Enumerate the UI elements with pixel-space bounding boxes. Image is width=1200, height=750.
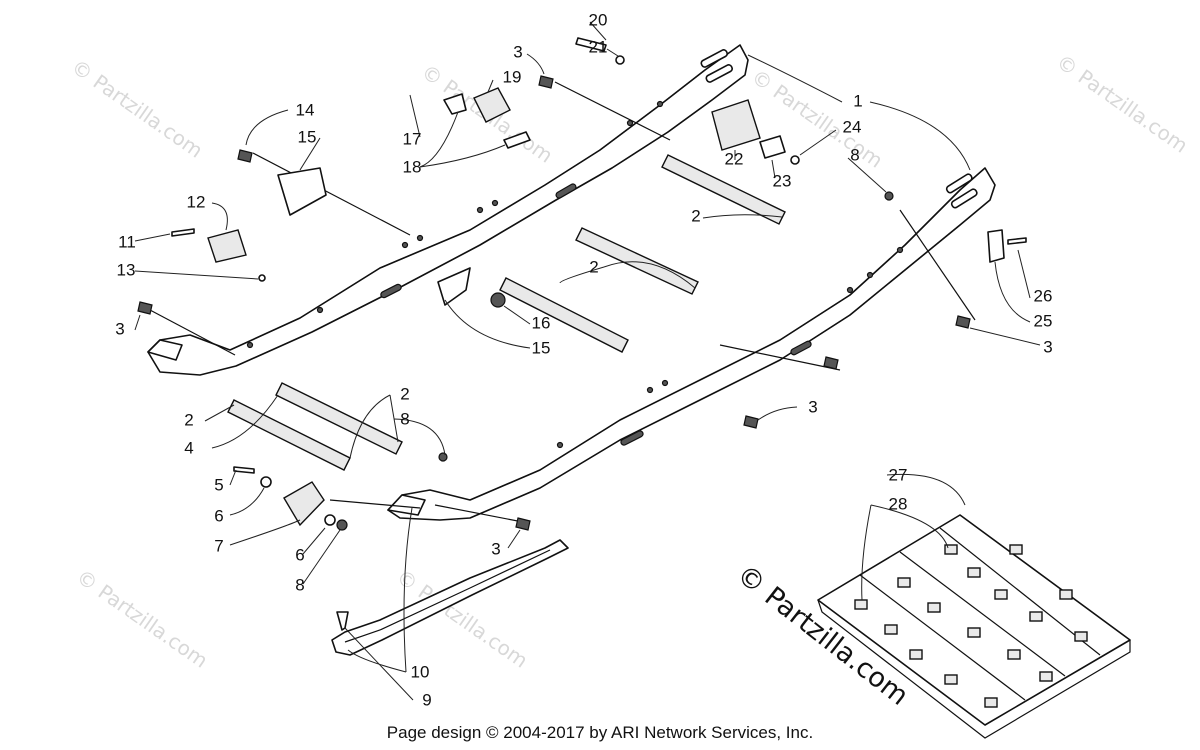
- callout-label: 18: [403, 157, 422, 176]
- callout-label: 12: [187, 192, 206, 211]
- callout-label: 21: [589, 37, 608, 56]
- callout-label: 1: [853, 91, 862, 110]
- callout-label: 11: [118, 232, 136, 251]
- callout-label: 10: [411, 662, 430, 681]
- callout-label: 2: [691, 206, 700, 225]
- callout-label: 17: [403, 129, 422, 148]
- callout-label: 2: [589, 257, 598, 276]
- callout-label: 13: [117, 260, 136, 279]
- leader-lines: [134, 21, 1041, 701]
- callout-label: 15: [532, 338, 551, 357]
- callout-label: 3: [1043, 337, 1052, 356]
- callout-label: 25: [1034, 311, 1053, 330]
- track-section: [817, 514, 1131, 739]
- callout-label: 24: [843, 117, 862, 136]
- callout-label: 3: [513, 42, 522, 61]
- callout-label: 2: [184, 410, 193, 429]
- callout-label: 6: [295, 545, 304, 564]
- callout-label: 8: [850, 145, 859, 164]
- watermark: © Partzilla.com: [1052, 49, 1192, 157]
- right-rail: [387, 167, 996, 521]
- callout-label: 3: [115, 319, 124, 338]
- callout-label: 4: [184, 438, 193, 457]
- callout-label: 22: [725, 149, 744, 168]
- callout-label: 5: [214, 475, 223, 494]
- callout-label: 3: [491, 539, 500, 558]
- track-lugs: [854, 544, 1088, 708]
- callout-label: 19: [503, 67, 522, 86]
- callout-label: 15: [298, 127, 317, 146]
- watermark: © Partzilla.com: [67, 54, 207, 162]
- callout-label: 14: [296, 100, 315, 119]
- callout-label: 23: [773, 171, 792, 190]
- callout-label: 8: [400, 409, 409, 428]
- callout-label: 26: [1034, 286, 1053, 305]
- callout-label: 9: [422, 690, 431, 709]
- callout-label: 7: [214, 536, 223, 555]
- small-parts: [137, 37, 1027, 631]
- watermark: © Partzilla.com: [72, 564, 212, 672]
- callout-label: 28: [889, 494, 908, 513]
- callout-label: 2: [400, 384, 409, 403]
- slide-wear-bar: [331, 539, 569, 656]
- alignment-lines: [149, 81, 976, 524]
- callout-label: 8: [295, 575, 304, 594]
- callout-label: 27: [889, 465, 908, 484]
- callout-labels: 20 21 3 19 1 14 15 24 8 17 18 22 23 12 2…: [115, 10, 1052, 709]
- cross-shafts: [227, 154, 786, 471]
- callout-label: 20: [589, 10, 608, 29]
- callout-label: 16: [532, 313, 551, 332]
- callout-label: 3: [808, 397, 817, 416]
- page-footer: Page design © 2004-2017 by ARI Network S…: [387, 723, 813, 742]
- left-rail: [147, 44, 749, 376]
- callout-label: 6: [214, 506, 223, 525]
